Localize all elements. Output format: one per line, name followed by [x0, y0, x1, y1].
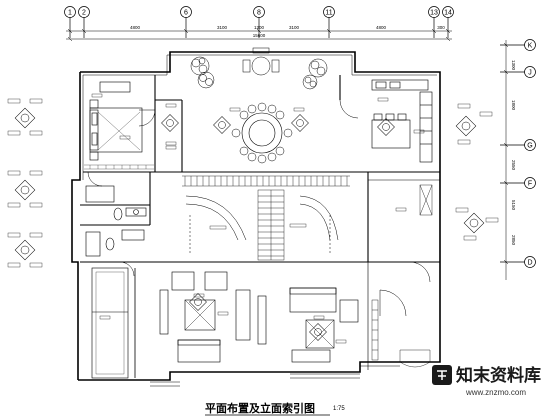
- grid-axis-top: [64, 6, 454, 38]
- master-bed: [89, 81, 143, 161]
- elevation-index-markers: [14, 107, 485, 341]
- dim-top-6: 300: [437, 25, 445, 30]
- grid-label-11: 11: [325, 10, 332, 17]
- cad-label-tags: [7, 93, 499, 344]
- bathroom-fixtures: [85, 185, 147, 257]
- grid-label-6: 6: [184, 10, 188, 17]
- watermark-logo-text: 知末资料库: [455, 365, 541, 386]
- grid-labels-top: 1 2 6 8 11 13 14: [68, 10, 452, 17]
- dim-right-4: 5150: [511, 200, 516, 211]
- index-marker-hall: [213, 116, 231, 134]
- dimension-texts-right: 1300 1800 2550 5150 2850: [511, 60, 516, 246]
- index-marker-right-2: [463, 212, 485, 234]
- dim-right-5: 2850: [511, 235, 516, 246]
- grid-label-G: G: [527, 143, 532, 150]
- stair-curves: [185, 195, 339, 255]
- index-marker-kitchen: [377, 118, 395, 136]
- grid-label-1: 1: [68, 10, 72, 17]
- grid-label-D: D: [527, 260, 532, 267]
- grid-label-K: K: [528, 43, 533, 50]
- index-marker-left-3: [14, 239, 36, 261]
- index-marker-right: [455, 115, 477, 137]
- door-swings: [87, 99, 431, 317]
- stair-central: [257, 189, 285, 261]
- dimension-texts-top: 4800 3100 1200 3100 4800 300 15600: [130, 25, 445, 38]
- dim-right-2: 1800: [511, 100, 516, 111]
- closet-hatch: [84, 164, 154, 170]
- drawing-scale: 1:75: [333, 406, 345, 412]
- index-marker-family: [309, 323, 327, 341]
- watermark-logo-mark: [437, 370, 447, 380]
- living-furniture-right: [257, 287, 359, 363]
- grid-label-8: 8: [257, 10, 261, 17]
- exterior-walls: [71, 51, 441, 381]
- alcove-furniture: [190, 47, 328, 90]
- dim-right-1: 1300: [511, 60, 516, 71]
- dining-table: [231, 102, 293, 164]
- stair-hatch-top: [182, 175, 350, 187]
- living-furniture-left: [159, 271, 251, 363]
- lower-left-room: [91, 267, 136, 379]
- grid-label-F: F: [528, 181, 532, 188]
- dim-top-total: 15600: [253, 33, 266, 38]
- terrace-steps: [150, 365, 400, 387]
- watermark: 知末资料库 www.znzmo.com: [432, 365, 541, 397]
- right-column-hatch: [371, 184, 433, 368]
- grid-labels-right: K J G F D: [527, 43, 532, 267]
- grid-label-J: J: [528, 70, 532, 77]
- dim-top-4: 3100: [289, 25, 300, 30]
- grid-axis-right: [500, 39, 536, 280]
- kitchen-fixtures: [371, 79, 433, 163]
- index-marker-dining: [291, 114, 309, 132]
- index-marker-living: [189, 293, 207, 311]
- index-marker-left-1: [14, 107, 36, 129]
- dim-right-3: 2550: [511, 160, 516, 171]
- index-marker-left-2: [14, 179, 36, 201]
- dim-top-5: 4800: [376, 25, 387, 30]
- dimension-lines-top: [66, 28, 452, 42]
- grid-label-14: 14: [444, 10, 452, 17]
- index-marker-bed: [161, 114, 179, 132]
- interior-walls: [80, 75, 440, 370]
- grid-label-13: 13: [430, 10, 438, 17]
- grid-label-2: 2: [82, 10, 86, 17]
- dim-top-1: 4800: [130, 25, 141, 30]
- watermark-url: www.znzmo.com: [465, 388, 526, 397]
- drawing-title: 平面布置及立面索引图: [205, 401, 315, 415]
- dim-top-2: 3100: [217, 25, 228, 30]
- dim-top-3: 1200: [254, 25, 265, 30]
